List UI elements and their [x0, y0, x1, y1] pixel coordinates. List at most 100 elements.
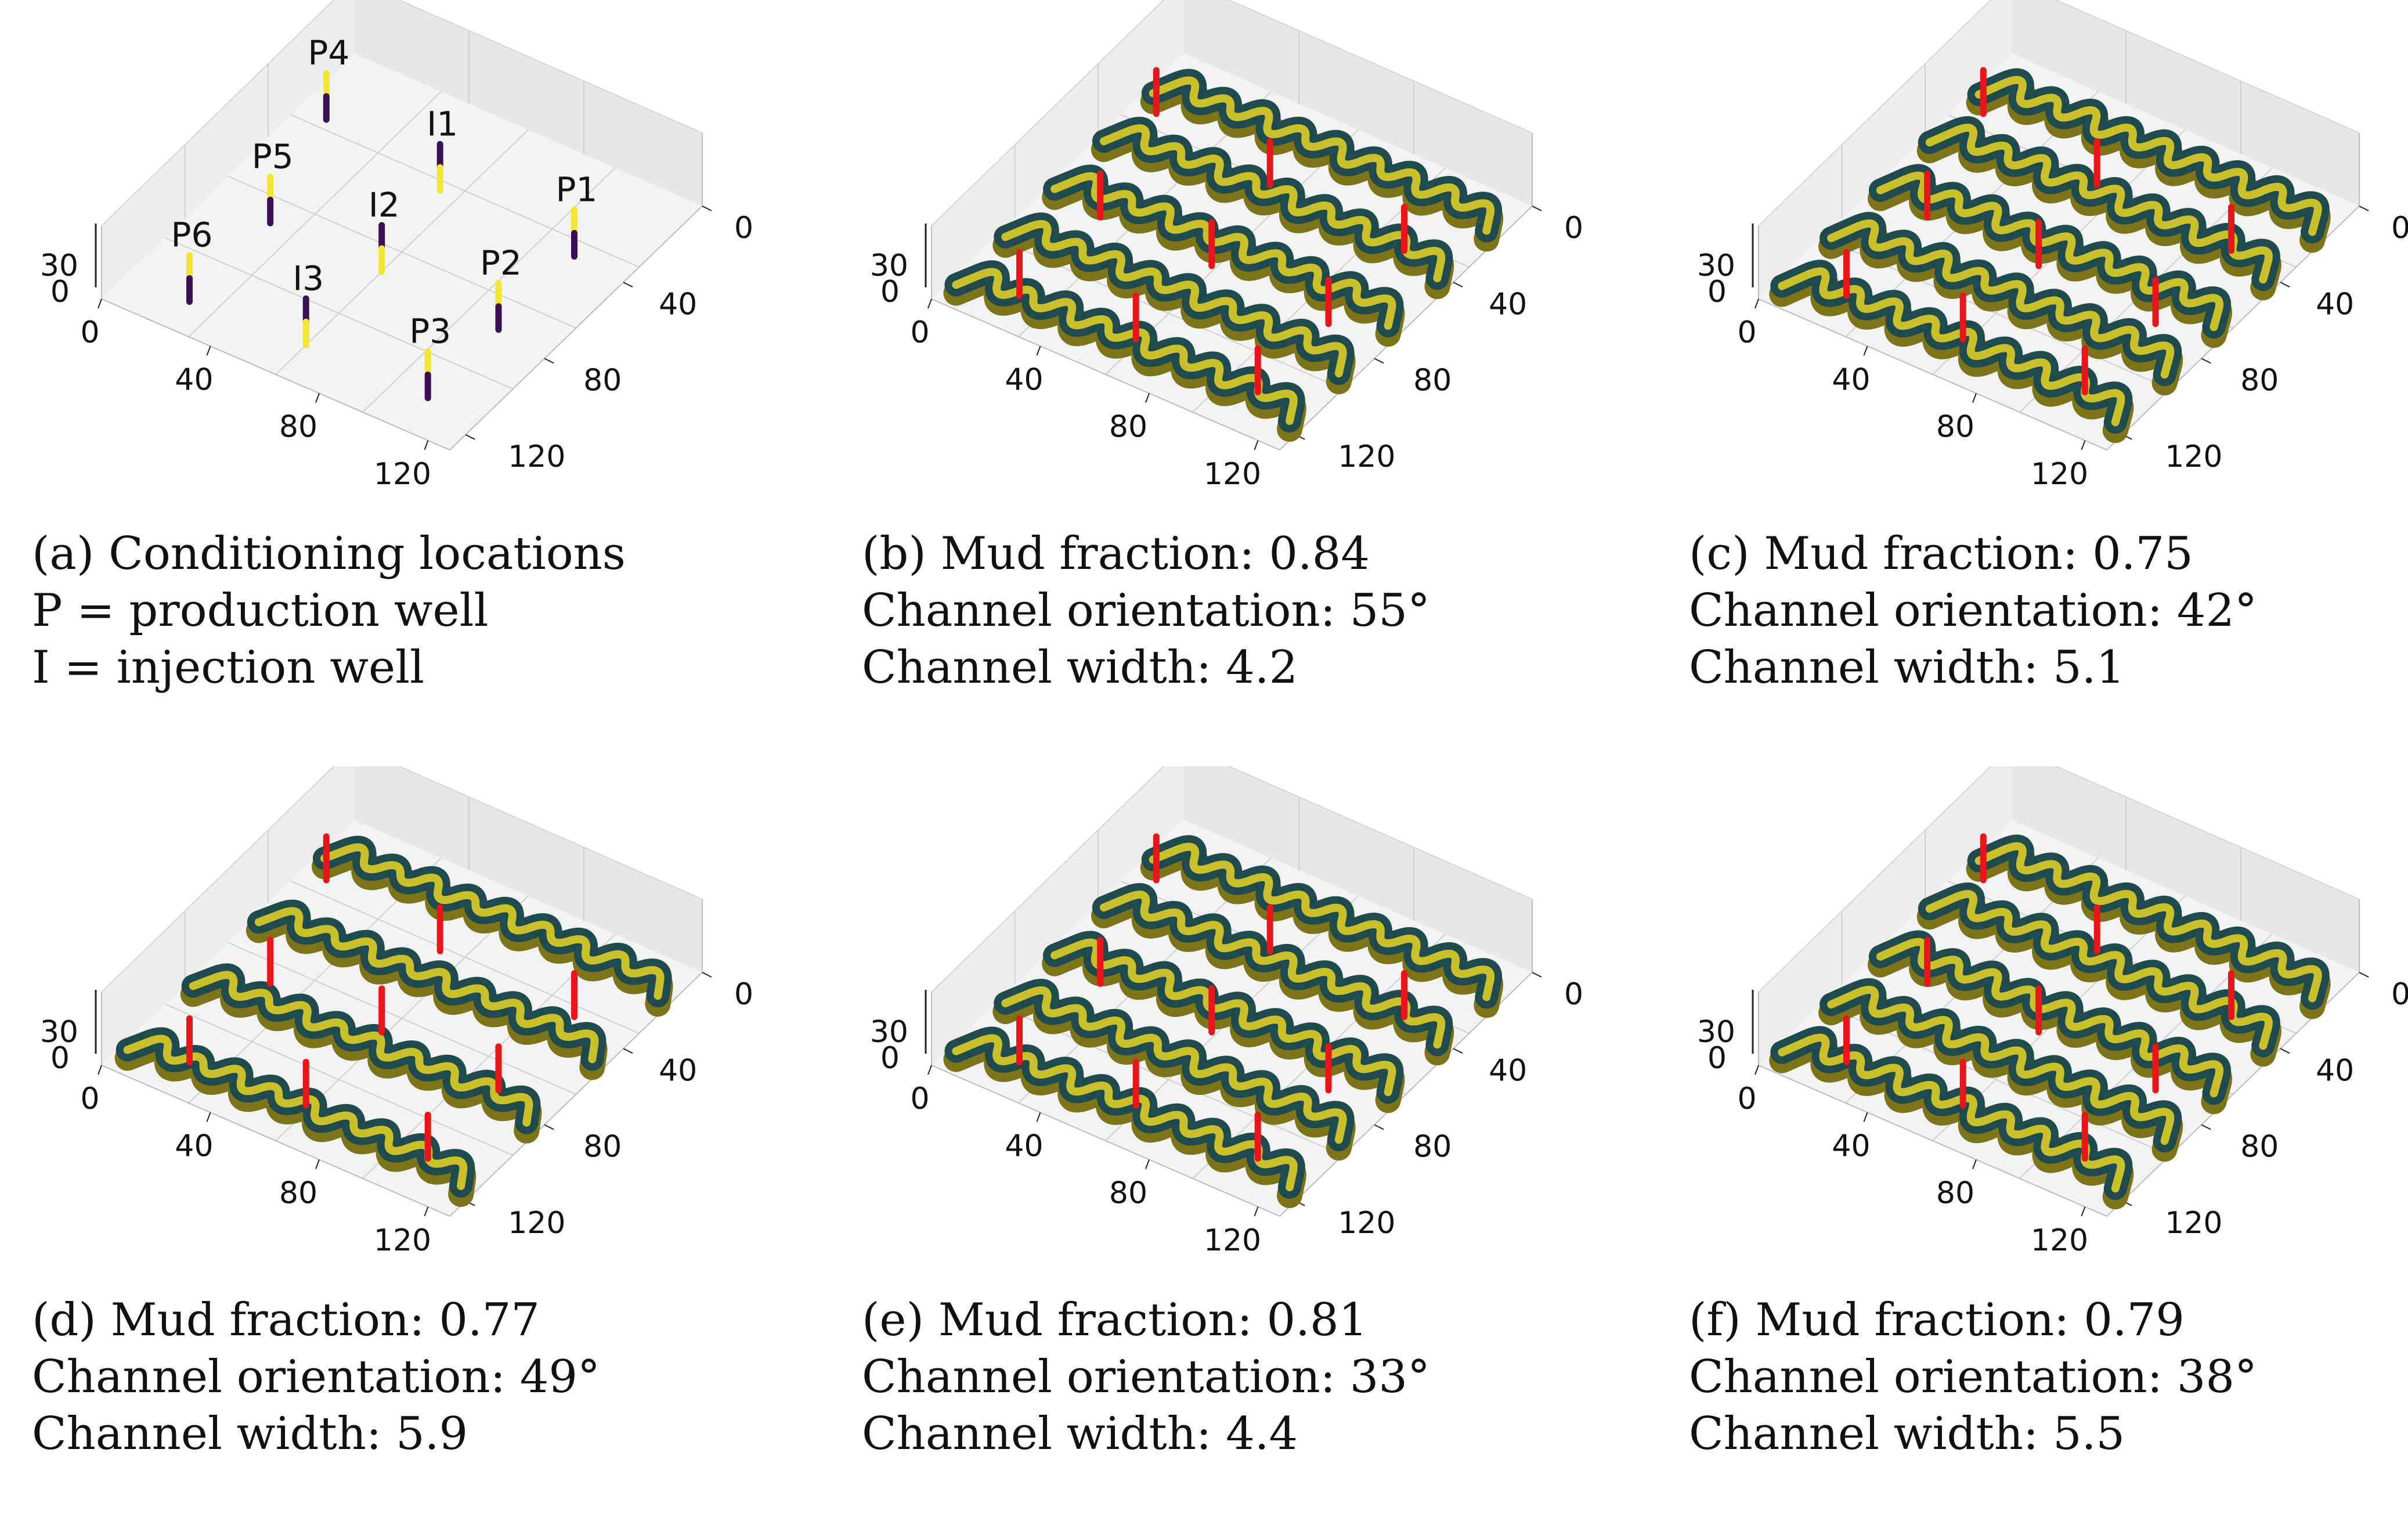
y-tick-c-80: 80 [2240, 363, 2279, 398]
y-tick-mark-d-1 [623, 1048, 633, 1054]
z-tick-f-0: 0 [1707, 1041, 1727, 1076]
x-tick-c-40: 40 [1832, 362, 1870, 397]
box-edge-c [1758, 133, 2360, 451]
well-label-I1: I1 [427, 104, 458, 143]
well-label-I3: I3 [293, 258, 324, 298]
caption-f: (f) Mud fraction: 0.79 Channel orientati… [1689, 1292, 2408, 1462]
channel-e-4 [1140, 835, 1503, 1018]
channel-b-1 [992, 212, 1356, 395]
channel-b-2 [1042, 164, 1405, 347]
channel-c-2 [1867, 164, 2232, 348]
well-label-P6: P6 [171, 215, 213, 255]
x-tick-mark-a-3 [424, 440, 429, 450]
y-tick-d-40: 40 [659, 1053, 697, 1088]
channel-sand-f-2 [1876, 938, 2223, 1098]
x-tick-mark-b-0 [927, 298, 932, 309]
y-tick-c-0: 0 [2391, 211, 2408, 246]
x-tick-mark-c-0 [1754, 298, 1759, 309]
well-label-P2: P2 [480, 243, 522, 283]
y-tick-mark-b-2 [1374, 358, 1384, 364]
x-tick-d-120: 120 [374, 1223, 431, 1254]
channel-sand-c-4 [1974, 75, 2322, 236]
x-tick-f-40: 40 [1832, 1129, 1870, 1163]
z-tick-f-30: 30 [1697, 1015, 1735, 1050]
grid-y-a-2 [290, 114, 640, 268]
z-tick-d-0: 0 [50, 1041, 70, 1076]
x-tick-b-80: 80 [1109, 410, 1147, 445]
box-edge-e [931, 899, 1533, 1217]
channel-sand-b-1 [1001, 219, 1347, 378]
caption-b: (b) Mud fraction: 0.84 Channel orientati… [862, 525, 1640, 696]
x-tick-mark-c-2 [1972, 393, 1977, 403]
x-tick-e-0: 0 [910, 1082, 929, 1116]
y-tick-e-120: 120 [1338, 1206, 1395, 1241]
caption-d-line-1: (d) Mud fraction: 0.77 [32, 1294, 540, 1346]
back-wall-right-d [354, 766, 702, 972]
caption-b-line-1: (b) Mud fraction: 0.84 [862, 528, 1370, 580]
x-tick-mark-c-1 [1863, 345, 1868, 356]
x-tick-mark-b-3 [1254, 440, 1259, 450]
z-tick-b-0: 0 [880, 275, 900, 309]
z-tick-a-0: 0 [50, 275, 70, 309]
caption-f-line-1: (f) Mud fraction: 0.79 [1689, 1294, 2185, 1346]
caption-f-line-2: Channel orientation: 38° [1689, 1351, 2258, 1403]
x-tick-mark-c-3 [2081, 440, 2086, 450]
caption-e-line-2: Channel orientation: 33° [862, 1351, 1431, 1403]
box-edge-b [931, 133, 1533, 451]
x-tick-f-120: 120 [2031, 1223, 2088, 1254]
x-tick-mark-f-2 [1972, 1159, 1977, 1169]
x-tick-mark-e-1 [1036, 1112, 1041, 1122]
y-tick-mark-e-1 [1453, 1048, 1463, 1054]
z-tick-e-30: 30 [870, 1015, 908, 1050]
back-wall-right-c [2011, 0, 2359, 206]
x-tick-mark-b-2 [1145, 393, 1150, 403]
y-tick-mark-a-1 [623, 282, 633, 288]
box-edge-a [101, 133, 703, 451]
channel-d-2 [246, 899, 608, 1080]
well-label-P5: P5 [252, 136, 294, 176]
x-tick-a-0: 0 [80, 315, 99, 350]
channel-f-2 [1867, 930, 2232, 1115]
z-tick-a-30: 30 [40, 248, 78, 283]
x-tick-c-80: 80 [1936, 410, 1974, 445]
x-tick-e-120: 120 [1204, 1223, 1261, 1254]
back-wall-right-f [2011, 766, 2359, 972]
x-tick-mark-b-1 [1036, 345, 1041, 356]
caption-a: (a) Conditioning locations P = productio… [32, 525, 810, 696]
caption-c-line-3: Channel width: 5.1 [1689, 641, 2125, 694]
y-tick-a-0: 0 [734, 211, 753, 246]
y-tick-b-0: 0 [1564, 211, 1583, 246]
x-tick-f-0: 0 [1737, 1082, 1756, 1116]
back-wall-left-b [932, 0, 1184, 299]
y-tick-f-0: 0 [2391, 977, 2408, 1012]
back-wall-right-e [1184, 766, 1532, 972]
well-label-P3: P3 [409, 312, 451, 351]
channel-sand-b-2 [1050, 172, 1396, 330]
x-tick-mark-e-2 [1145, 1159, 1150, 1169]
x-tick-b-120: 120 [1204, 457, 1261, 488]
caption-c-line-1: (c) Mud fraction: 0.75 [1689, 528, 2193, 580]
channel-sand-c-2 [1876, 171, 2223, 331]
back-wall-left-d [102, 766, 354, 1065]
y-tick-f-40: 40 [2316, 1053, 2354, 1088]
channel-f-4 [1966, 834, 2331, 1019]
box-edge-d [101, 899, 703, 1217]
caption-a-line-3: I = injection well [32, 641, 425, 694]
x-tick-mark-f-3 [2081, 1206, 2086, 1217]
x-tick-mark-d-2 [315, 1159, 320, 1169]
y-tick-a-80: 80 [583, 363, 622, 398]
x-tick-mark-f-1 [1863, 1112, 1868, 1122]
box-edge-f [1758, 899, 2360, 1217]
y-tick-b-120: 120 [1338, 439, 1395, 474]
caption-a-line-1: (a) Conditioning locations [32, 528, 626, 580]
